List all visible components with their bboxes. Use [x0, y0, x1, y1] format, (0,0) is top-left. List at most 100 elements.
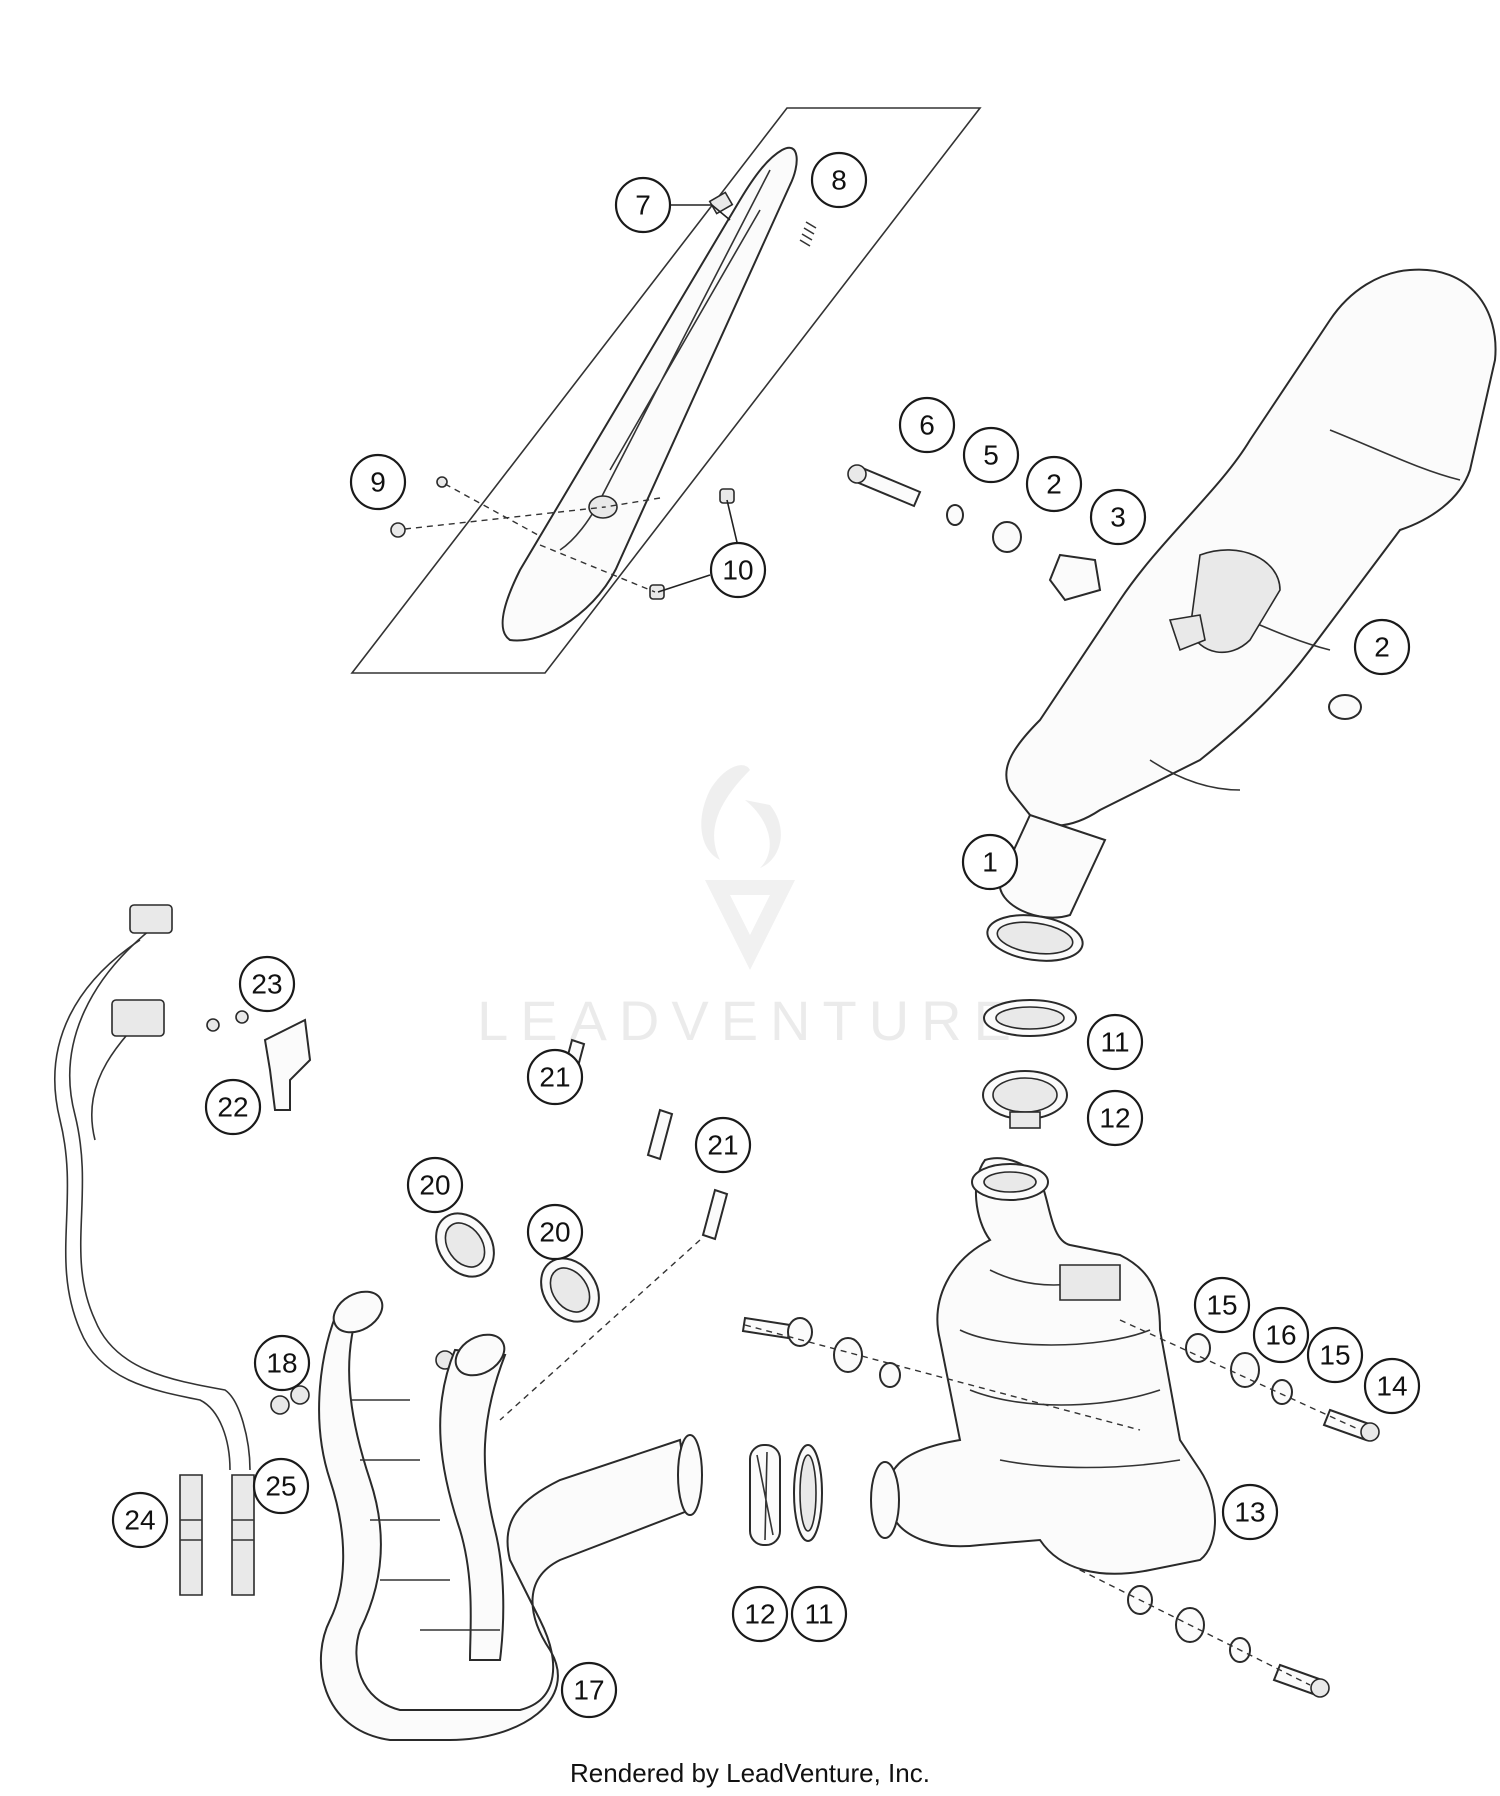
spring-part [799, 221, 817, 247]
watermark-v-icon [705, 880, 795, 970]
callout-label: 2 [1374, 632, 1390, 663]
callout-circle [238, 955, 296, 1013]
collector-mount-hardware [741, 1316, 1380, 1698]
callout-circle [406, 1156, 464, 1214]
watermark: LEADVENTURE [477, 765, 1023, 1052]
callout-2: 2 [1353, 618, 1411, 676]
watermark-flame-icon [701, 765, 781, 868]
screw-parts [390, 476, 661, 538]
callout-label: 8 [831, 165, 847, 196]
callout-circle [560, 1661, 618, 1719]
callout-label: 21 [539, 1062, 570, 1093]
callout-circle [961, 833, 1019, 891]
callout-circle [731, 1585, 789, 1643]
callout-circle [1306, 1326, 1364, 1384]
sensor-bracket [206, 1010, 312, 1111]
callout-circle [1221, 1483, 1279, 1541]
callout-circle [709, 541, 767, 599]
callout-23: 23 [238, 955, 296, 1013]
callout-label: 5 [983, 440, 999, 471]
callout-15: 15 [1193, 1276, 1251, 1334]
callout-11: 11 [790, 1585, 848, 1643]
callout-21: 21 [526, 1048, 584, 1106]
callout-20: 20 [406, 1156, 464, 1214]
clamp-upper [982, 999, 1077, 1129]
callout-6: 6 [898, 396, 956, 454]
callout-label: 18 [266, 1348, 297, 1379]
callout-25: 25 [252, 1457, 310, 1515]
callout-circle [810, 151, 868, 209]
callout-8: 8 [810, 151, 868, 209]
callout-label: 3 [1110, 502, 1126, 533]
callout-circle [614, 176, 672, 234]
callout-circle [1025, 455, 1083, 513]
callout-circle [111, 1491, 169, 1549]
callout-circle [1086, 1089, 1144, 1147]
heat-shield-frame [350, 107, 982, 674]
callout-label: 14 [1376, 1371, 1407, 1402]
callout-label: 1 [982, 847, 998, 878]
callout-label: 10 [722, 555, 753, 586]
lambda-sensor-harness [54, 904, 255, 1596]
callout-circle [1086, 1013, 1144, 1071]
callout-label: 11 [804, 1599, 833, 1630]
callout-14: 14 [1363, 1357, 1421, 1415]
callout-circle [1193, 1276, 1251, 1334]
watermark-text: LEADVENTURE [477, 989, 1023, 1052]
heat-shield-clip [708, 191, 734, 215]
heat-shield-group [350, 107, 982, 674]
callout-24: 24 [111, 1491, 169, 1549]
callout-circle [526, 1203, 584, 1261]
callout-label: 11 [1100, 1027, 1129, 1058]
callout-label: 12 [1099, 1103, 1130, 1134]
mount-hardware [847, 464, 1362, 720]
callout-circle [252, 1457, 310, 1515]
callout-circle [1089, 488, 1147, 546]
header-nuts [270, 1350, 455, 1415]
callout-circle [526, 1048, 584, 1106]
callout-circle [204, 1078, 262, 1136]
callout-circle [1353, 618, 1411, 676]
callout-1: 1 [961, 833, 1019, 891]
callout-circle [962, 426, 1020, 484]
leader-7 [668, 204, 731, 221]
callout-label: 23 [251, 969, 282, 1000]
heat-shield-part [501, 146, 798, 642]
callout-circle [1363, 1357, 1421, 1415]
callout-7: 7 [614, 176, 672, 234]
footer-credit: Rendered by LeadVenture, Inc. [570, 1758, 930, 1788]
callout-20: 20 [526, 1203, 584, 1261]
pre-muffler-part [870, 1157, 1216, 1575]
callout-circle [694, 1116, 752, 1174]
callout-circle [1252, 1306, 1310, 1364]
silencer-part [986, 268, 1497, 962]
callout-label: 16 [1265, 1320, 1296, 1351]
gaskets [435, 1212, 600, 1323]
callout-label: 21 [707, 1130, 738, 1161]
callout-label: 20 [539, 1217, 570, 1248]
callout-21: 21 [694, 1116, 752, 1174]
callout-circle [790, 1585, 848, 1643]
callout-22: 22 [204, 1078, 262, 1136]
callout-15: 15 [1306, 1326, 1364, 1384]
callout-label: 24 [124, 1505, 155, 1536]
header-pipe-part [318, 1290, 703, 1741]
callout-17: 17 [560, 1661, 618, 1719]
callout-circle [253, 1334, 311, 1392]
callout-label: 9 [370, 467, 386, 498]
callout-circle [898, 396, 956, 454]
callout-2: 2 [1025, 455, 1083, 513]
callout-label: 7 [635, 190, 651, 221]
callout-12: 12 [1086, 1089, 1144, 1147]
callout-9: 9 [349, 453, 407, 511]
callout-label: 12 [744, 1599, 775, 1630]
callout-11: 11 [1086, 1013, 1144, 1071]
callout-label: 22 [217, 1092, 248, 1123]
callout-layer: 7891065232123221112212120201516151418252… [111, 151, 1421, 1719]
callout-label: 15 [1206, 1290, 1237, 1321]
callout-12: 12 [731, 1585, 789, 1643]
callout-label: 13 [1234, 1497, 1265, 1528]
callout-label: 17 [573, 1675, 604, 1706]
callout-10: 10 [709, 541, 767, 599]
